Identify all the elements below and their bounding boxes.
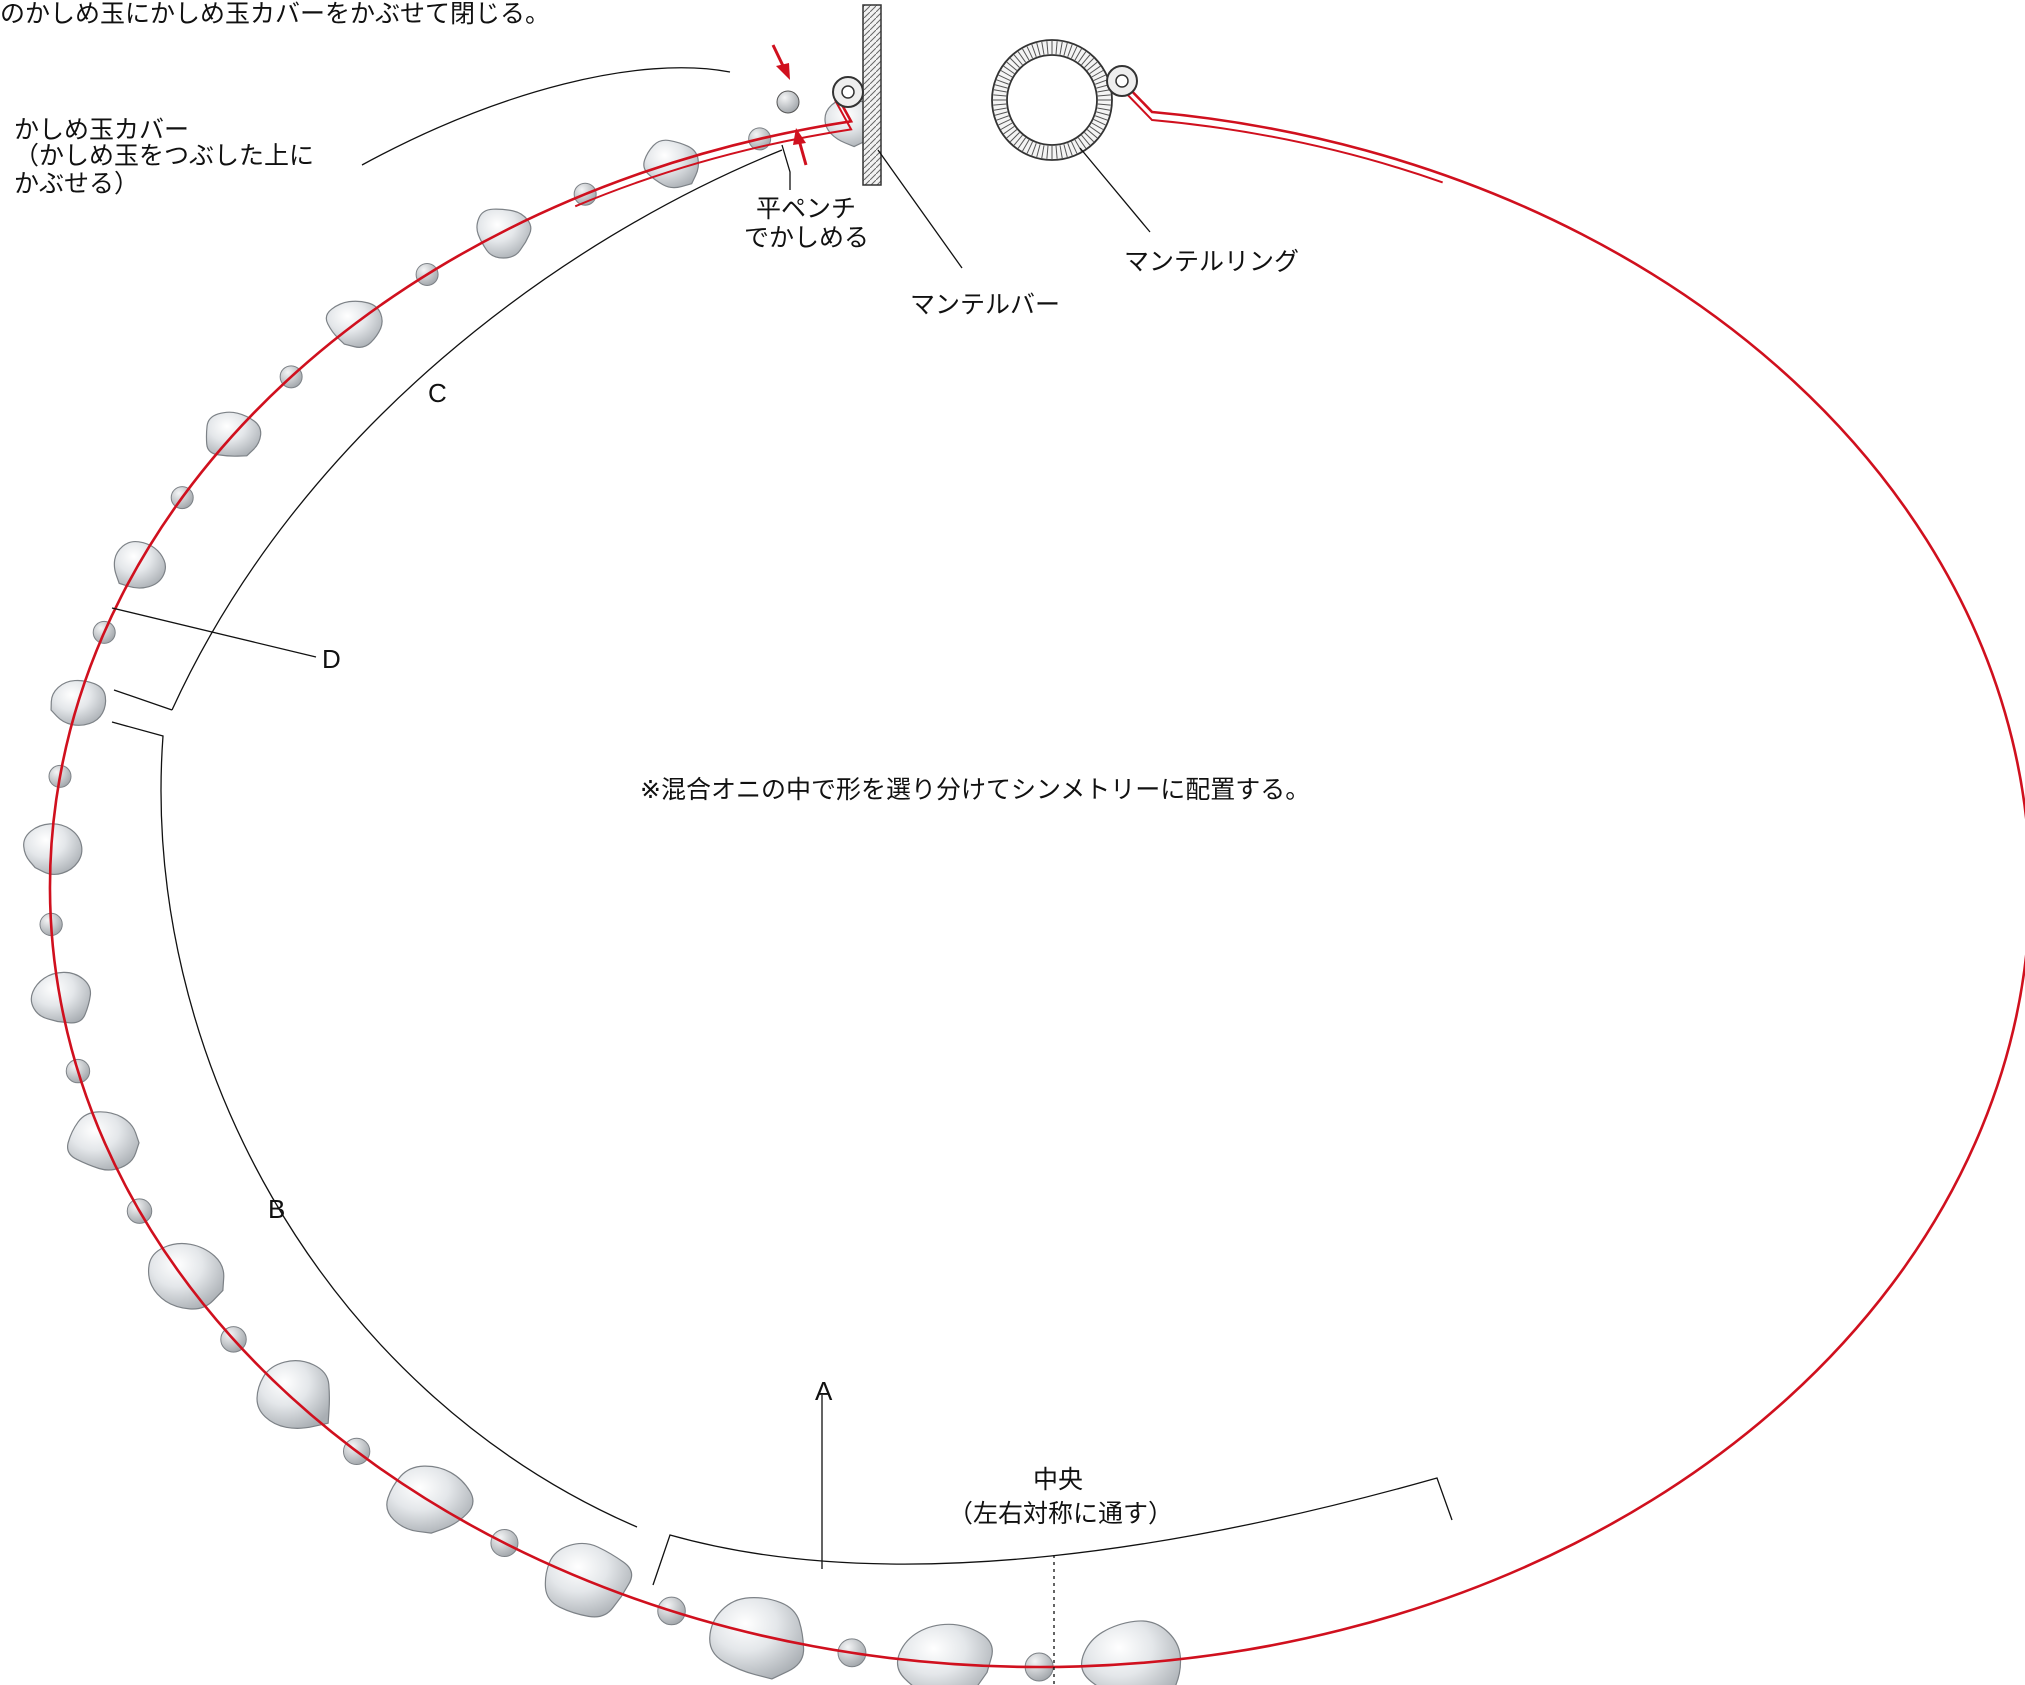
pliers-label-2: でかしめる bbox=[744, 223, 869, 252]
crimp-cover-note-1: （かしめ玉をつぶした上に bbox=[14, 141, 314, 170]
mantel-bar-label: マンテルバー bbox=[910, 290, 1060, 319]
leader-lines bbox=[111, 67, 1453, 1685]
bead-icon bbox=[476, 208, 532, 259]
mantel-ring-icon bbox=[991, 39, 1138, 161]
bead-icon bbox=[256, 1360, 330, 1429]
section-d-label: D bbox=[322, 644, 341, 674]
bead-icon bbox=[386, 1465, 474, 1534]
center-note: ※混合オニの中で形を選り分けてシンメトリーに配置する。 bbox=[640, 775, 1310, 804]
bead-icon bbox=[896, 1623, 993, 1685]
top-instruction: のかしめ玉にかしめ玉カバーをかぶせて閉じる。 bbox=[0, 0, 550, 28]
bead-icon bbox=[147, 1242, 225, 1310]
crimp-cover-note-2: かぶせる） bbox=[14, 169, 139, 198]
bead-icon bbox=[23, 823, 83, 876]
pliers-label-1: 平ペンチ bbox=[756, 194, 856, 223]
center-label-2: （左右対称に通す） bbox=[948, 1499, 1173, 1528]
crimp-bead-icon bbox=[776, 90, 800, 114]
bead-strand bbox=[23, 98, 1182, 1685]
crimp-arrow-icon bbox=[771, 44, 808, 166]
wire bbox=[48, 80, 2025, 1669]
bead-icon bbox=[1080, 1620, 1182, 1685]
mantel-bar-icon bbox=[832, 4, 882, 186]
center-label-1: 中央 bbox=[1033, 1465, 1083, 1494]
bead-icon bbox=[709, 1597, 805, 1680]
bead-icon bbox=[113, 540, 167, 589]
section-a-label: A bbox=[815, 1376, 833, 1406]
section-b-label: B bbox=[268, 1194, 285, 1224]
mantel-ring-label: マンテルリング bbox=[1124, 247, 1299, 276]
crimp-cover-label: かしめ玉カバー bbox=[14, 115, 189, 144]
section-c-label: C bbox=[428, 378, 447, 408]
